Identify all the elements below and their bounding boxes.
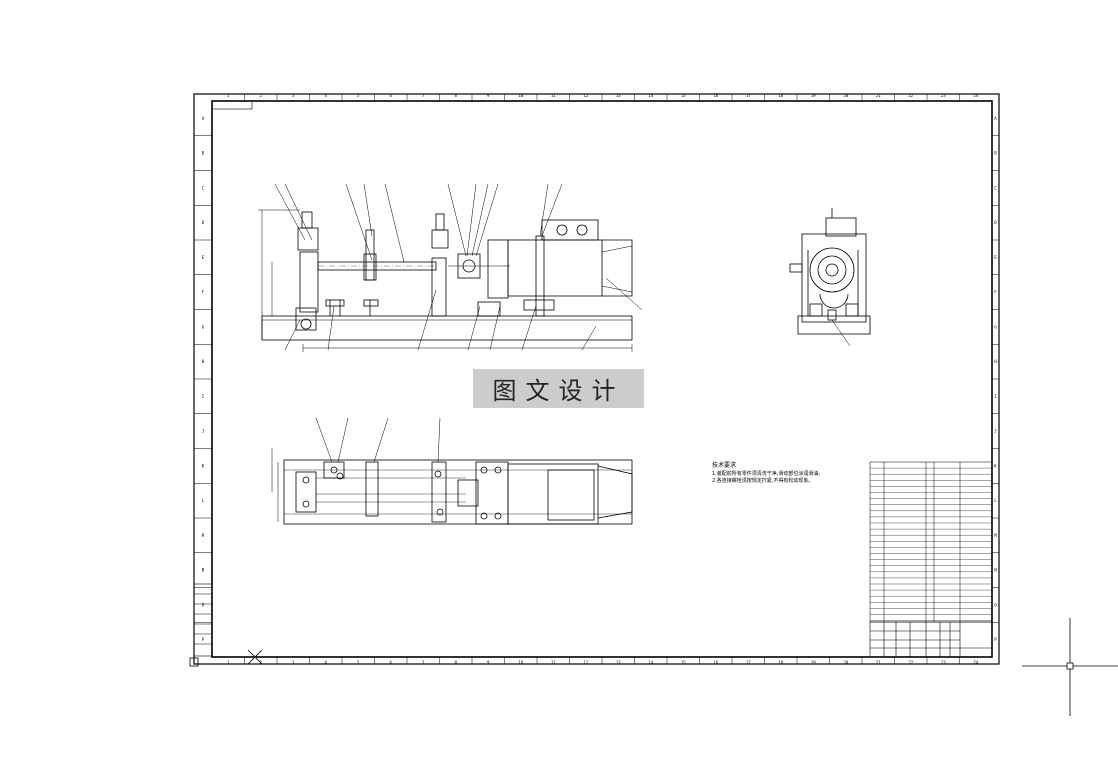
zone-number: 2	[260, 93, 263, 98]
zone-number: 7	[422, 660, 425, 665]
zone-number: 3	[292, 660, 295, 665]
zone-letter: M	[202, 533, 205, 538]
zone-letter: C	[202, 185, 205, 190]
watermark-banner: 图文设计	[473, 369, 644, 408]
zone-letter: J	[994, 429, 996, 434]
side-view	[789, 208, 871, 347]
zone-number: 1	[227, 660, 230, 665]
zone-letter: F	[994, 290, 997, 295]
front-view	[258, 183, 643, 352]
zone-letter: I	[994, 394, 997, 399]
zone-letter: D	[202, 220, 205, 225]
zone-number: 3	[292, 93, 295, 98]
zone-letter: A	[202, 116, 205, 121]
zone-letter: E	[202, 255, 205, 260]
zone-number: 13	[616, 660, 621, 665]
zone-number: 11	[551, 660, 556, 665]
zone-number: 21	[876, 93, 881, 98]
zone-letter: K	[994, 463, 997, 468]
zone-number: 12	[583, 93, 588, 98]
zone-number: 22	[908, 660, 913, 665]
title-block	[869, 621, 993, 658]
svg-text:技术要求: 技术要求	[712, 461, 736, 469]
zone-letter: K	[202, 463, 205, 468]
zone-number: 4	[325, 93, 328, 98]
zone-number: 4	[325, 660, 328, 665]
zone-letter: P	[202, 637, 205, 642]
zone-number: 16	[713, 660, 718, 665]
zone-letter: E	[994, 255, 997, 260]
left-zone-labels: A B C D E F G H I J K L M N O P	[194, 116, 212, 642]
zone-letter: L	[994, 498, 997, 503]
zone-number: 7	[422, 93, 425, 98]
zone-number: 8	[455, 93, 458, 98]
zone-letter: J	[202, 429, 204, 434]
crosshair-cursor-icon[interactable]	[1022, 618, 1118, 716]
zone-number: 10	[518, 93, 523, 98]
zone-number: 6	[390, 93, 393, 98]
zone-letter: L	[202, 498, 205, 503]
top-view	[271, 417, 633, 525]
zone-number: 16	[713, 93, 718, 98]
zone-number: 19	[811, 660, 816, 665]
zone-number: 6	[390, 660, 393, 665]
zone-number: 1	[227, 93, 230, 98]
zone-letter: A	[994, 116, 997, 121]
zone-letter: B	[202, 151, 205, 156]
zone-letter: G	[994, 324, 997, 329]
zone-number: 9	[487, 660, 490, 665]
zone-letter: N	[202, 568, 205, 573]
svg-text:1.装配前所有零件须清洗干净,滑动部位涂润滑油。: 1.装配前所有零件须清洗干净,滑动部位涂润滑油。	[712, 470, 823, 477]
zone-number: 18	[778, 660, 783, 665]
zone-number: 9	[487, 93, 490, 98]
zone-letter: I	[202, 394, 205, 399]
zone-number: 5	[357, 660, 360, 665]
ucs-axis-icon	[247, 649, 263, 665]
zone-number: 24	[973, 93, 978, 98]
technical-notes: 技术要求 1.装配前所有零件须清洗干净,滑动部位涂润滑油。 2.各连接螺栓须按规…	[712, 461, 823, 484]
zone-number: 15	[681, 93, 686, 98]
corner-code-box	[211, 100, 253, 110]
zone-number: 12	[583, 660, 588, 665]
zone-number: 11	[551, 93, 556, 98]
zone-number: 14	[648, 93, 653, 98]
zone-letter: O	[994, 602, 997, 607]
zone-letter: M	[994, 533, 997, 538]
zone-number: 5	[357, 93, 360, 98]
zone-number: 17	[746, 93, 751, 98]
zone-number: 24	[973, 660, 978, 665]
svg-text:2.各连接螺栓须按规定拧紧,不得有松动现象。: 2.各连接螺栓须按规定拧紧,不得有松动现象。	[712, 477, 813, 484]
right-zone-labels: A B C D E F G H I J K L M N O P	[992, 116, 999, 642]
parts-list	[869, 461, 993, 623]
revision-column	[189, 583, 213, 667]
zone-number: 17	[746, 660, 751, 665]
zone-number: 22	[908, 93, 913, 98]
zone-number: 8	[455, 660, 458, 665]
zone-letter: O	[202, 602, 205, 607]
zone-letter: N	[994, 568, 997, 573]
zone-letter: D	[994, 220, 997, 225]
zone-number: 18	[778, 93, 783, 98]
zone-number: 19	[811, 93, 816, 98]
zone-number: 10	[518, 660, 523, 665]
zone-letter: H	[994, 359, 997, 364]
zone-number: 23	[941, 660, 946, 665]
zone-number: 14	[648, 660, 653, 665]
zone-number: 23	[941, 93, 946, 98]
zone-number: 20	[843, 660, 848, 665]
zone-number: 15	[681, 660, 686, 665]
zone-number: 21	[876, 660, 881, 665]
zone-number: 13	[616, 93, 621, 98]
zone-letter: F	[202, 290, 205, 295]
zone-letter: G	[202, 324, 205, 329]
zone-letter: P	[994, 637, 997, 642]
zone-letter: C	[994, 185, 997, 190]
zone-letter: B	[994, 151, 997, 156]
zone-number: 20	[843, 93, 848, 98]
zone-letter: H	[202, 359, 205, 364]
